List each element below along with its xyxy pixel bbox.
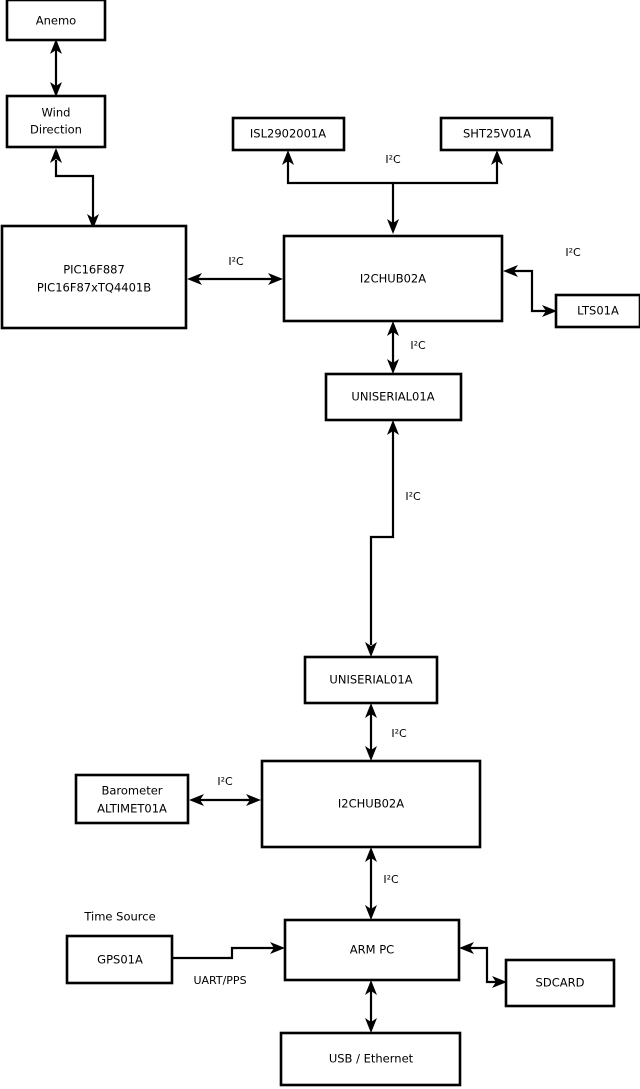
node-uniserial01a-top-label: UNISERIAL01A — [351, 390, 434, 404]
node-anemo-label: Anemo — [36, 14, 76, 28]
node-uniserial01a-bottom[interactable]: UNISERIAL01A — [303, 655, 439, 705]
edge-label-i2c-hub-lts: I²C — [565, 246, 581, 259]
node-gps01a[interactable]: GPS01A — [65, 934, 174, 985]
arrow-head-down — [365, 746, 377, 761]
edges-layer — [50, 39, 557, 1033]
edge-label-i2c-top-sensors: I²C — [385, 153, 401, 166]
node-arm-pc-label: ARM PC — [350, 943, 394, 957]
node-i2chub02a-top-label: I2CHUB02A — [360, 272, 426, 286]
edge-barometer-hub-bot — [189, 794, 261, 806]
node-barometer-label2: ALTIMET01A — [97, 802, 167, 816]
arrow-head-up — [387, 420, 399, 435]
edge-hub-top-uniserial-top — [387, 321, 399, 374]
node-barometer-altimet01a[interactable]: Barometer ALTIMET01A — [74, 773, 190, 825]
node-gps01a-label: GPS01A — [97, 953, 143, 967]
edge-gps-arm-pc — [172, 942, 285, 960]
arrow-head-up — [50, 148, 62, 163]
node-lts01a[interactable]: LTS01A — [554, 293, 640, 329]
node-wind-direction[interactable]: Wind Direction — [5, 94, 107, 149]
edge-label-uart-pps: UART/PPS — [193, 974, 246, 987]
arrow-head-down — [365, 905, 377, 920]
arrow-head-left — [189, 794, 204, 806]
edge-labels-layer: I²C I²C I²C I²C I²C I²C I²C I²C UART/PPS — [193, 153, 581, 987]
arrow-head-right — [492, 976, 507, 988]
label-time-source: Time Source — [83, 910, 155, 924]
node-sht25v01a[interactable]: SHT25V01A — [439, 116, 554, 152]
arrow-head-left — [459, 942, 474, 954]
arrow-head-up — [282, 150, 294, 165]
arrow-head-left — [187, 273, 202, 285]
node-pic16f887[interactable]: PIC16F887 PIC16F87xTQ4401B — [0, 224, 188, 330]
arrow-head-up — [365, 980, 377, 995]
node-sdcard-label: SDCARD — [536, 976, 585, 990]
arrow-head-down — [50, 82, 62, 97]
arrow-head-down — [387, 219, 399, 234]
node-uniserial01a-top[interactable]: UNISERIAL01A — [324, 372, 463, 422]
edge-label-i2c-uniserial-hub: I²C — [391, 727, 407, 740]
arrow-head-right — [270, 942, 285, 954]
edge-uniserial-bot-hub-bot — [365, 703, 377, 761]
edge-hub-top-sensors — [282, 150, 503, 234]
arrow-head-right — [268, 273, 283, 285]
arrow-head-down — [387, 359, 399, 374]
edge-label-i2c-hub-arm-pc: I²C — [383, 873, 399, 886]
edge-label-i2c-pic-hub: I²C — [228, 255, 244, 268]
arrow-head-down — [365, 642, 377, 657]
node-lts01a-label: LTS01A — [577, 304, 619, 318]
arrow-head-up — [387, 321, 399, 336]
node-usb-ethernet[interactable]: USB / Ethernet — [279, 1031, 462, 1087]
arrow-head-up — [365, 703, 377, 718]
node-sdcard[interactable]: SDCARD — [504, 958, 616, 1008]
edge-anemo-wind-direction — [50, 39, 62, 97]
edge-pic-wind-direction — [50, 148, 99, 229]
edge-uniserial-long-link — [365, 420, 399, 657]
edge-label-i2c-barometer-hub: I²C — [217, 775, 233, 788]
arrow-head-up — [50, 39, 62, 54]
arrow-head-right — [246, 794, 261, 806]
node-barometer-label: Barometer — [101, 784, 162, 798]
edge-pic-hub-top — [187, 273, 283, 285]
edge-hub-top-lts — [503, 265, 557, 317]
node-isl2902001a-label: ISL2902001A — [250, 127, 326, 141]
node-wind-direction-label2: Direction — [30, 123, 82, 137]
arrow-head-right — [542, 305, 557, 317]
node-pic16f887-label: PIC16F887 — [63, 263, 125, 277]
edge-arm-pc-usb-ethernet — [365, 980, 377, 1033]
node-wind-direction-label: Wind — [42, 106, 71, 120]
arrow-head-up — [491, 150, 503, 165]
arrow-head-left — [503, 265, 518, 277]
node-i2chub02a-top[interactable]: I2CHUB02A — [282, 234, 504, 323]
free-labels-layer: Time Source — [83, 910, 155, 924]
node-i2chub02a-bottom[interactable]: I2CHUB02A — [260, 759, 482, 849]
arrow-head-up — [365, 847, 377, 862]
arrow-head-down — [87, 214, 99, 229]
edge-label-i2c-long-link: I²C — [405, 490, 421, 503]
arrow-head-down — [365, 1018, 377, 1033]
edge-hub-bot-arm-pc — [365, 847, 377, 920]
node-sht25v01a-label: SHT25V01A — [463, 127, 531, 141]
node-i2chub02a-bottom-label: I2CHUB02A — [338, 797, 404, 811]
node-isl2902001a[interactable]: ISL2902001A — [231, 116, 346, 152]
edge-arm-pc-sdcard — [459, 942, 507, 988]
node-pic16f887-label2: PIC16F87xTQ4401B — [37, 281, 151, 295]
edge-label-i2c-hub-uniserial: I²C — [410, 339, 426, 352]
node-anemo[interactable]: Anemo — [5, 0, 107, 42]
node-usb-ethernet-label: USB / Ethernet — [329, 1052, 414, 1066]
node-arm-pc[interactable]: ARM PC — [283, 918, 461, 982]
node-uniserial01a-bottom-label: UNISERIAL01A — [329, 673, 412, 687]
